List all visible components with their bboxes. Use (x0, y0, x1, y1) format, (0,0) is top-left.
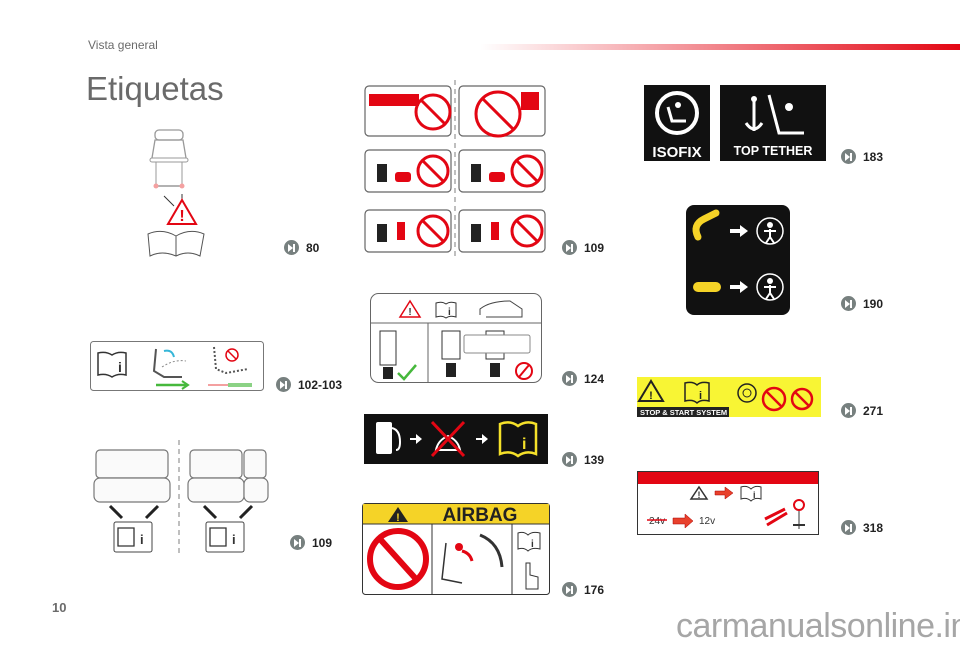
airbag-label-image: ! AIRBAG i (362, 503, 550, 595)
svg-text:!: ! (408, 307, 411, 318)
page-reference-139[interactable]: 139 (562, 452, 604, 467)
isofix-top-tether-label-image: ISOFIX TOP TETHER (644, 85, 826, 161)
page-number: 190 (863, 296, 884, 311)
svg-text:i: i (448, 307, 451, 318)
svg-text:i: i (522, 436, 526, 453)
page-reference-124[interactable]: 124 (562, 371, 604, 386)
svg-text:!: ! (396, 512, 400, 524)
svg-text:i: i (140, 532, 144, 547)
page-number: 80 (306, 240, 320, 255)
page-number: 109 (312, 535, 333, 550)
voltage-12v-text: 12v (699, 516, 715, 527)
svg-text:i: i (699, 390, 702, 402)
page-number: 318 (863, 520, 884, 535)
svg-text:i: i (531, 539, 534, 550)
page-number: 109 (584, 240, 605, 255)
voltage-24v-text: 24v (649, 516, 665, 527)
page-number: 176 (584, 582, 605, 597)
page-number: 102-103 (298, 377, 343, 392)
page-number: 183 (863, 149, 884, 164)
seat-restrictions-label-image (364, 80, 546, 260)
svg-text:!: ! (179, 208, 184, 225)
page-number: 124 (584, 371, 605, 386)
page-link-icon (841, 149, 856, 164)
page-number: 139 (584, 452, 605, 467)
page-reference-318[interactable]: 318 (841, 520, 883, 535)
header-accent-bar (480, 44, 960, 50)
child-lock-label-image (686, 205, 790, 315)
watermark: carmanualsonline.info (676, 607, 960, 645)
svg-text:i: i (753, 490, 756, 500)
svg-text:i: i (118, 359, 122, 375)
seat-folding-label-image: i (90, 341, 264, 391)
page-number: 271 (863, 403, 884, 418)
page-link-icon (841, 296, 856, 311)
page-reference-190[interactable]: 190 (841, 296, 883, 311)
svg-text:!: ! (698, 490, 701, 500)
page-reference-80[interactable]: 80 (284, 240, 319, 255)
fuel-filter-label-image: i (364, 414, 548, 464)
tyre-pressure-label-image: ! (147, 129, 205, 257)
page-reference-271[interactable]: 271 (841, 403, 883, 418)
page-link-icon (841, 520, 856, 535)
isofix-text: ISOFIX (652, 144, 701, 161)
page-reference-109[interactable]: 109 (562, 240, 604, 255)
page-reference-176[interactable]: 176 (562, 582, 604, 597)
page-reference-109b[interactable]: 109 (290, 535, 332, 550)
section-title: Vista general (88, 38, 158, 52)
svg-text:i: i (232, 532, 236, 547)
page-link-icon (841, 403, 856, 418)
page-link-icon (284, 240, 299, 255)
top-tether-text: TOP TETHER (734, 144, 813, 158)
svg-text:!: ! (649, 390, 653, 402)
page-number-footer: 10 (52, 600, 67, 615)
page-link-icon (562, 452, 577, 467)
page-link-icon (562, 371, 577, 386)
battery-jump-label-image: ! i 24v 12v (637, 471, 819, 535)
page-link-icon (562, 582, 577, 597)
tow-hitch-label-image: ! i (370, 293, 542, 383)
page-link-icon (290, 535, 305, 550)
page-link-icon (276, 377, 291, 392)
page-reference-102-103[interactable]: 102-103 (276, 377, 342, 392)
page-title: Etiquetas (86, 70, 224, 107)
page-reference-183[interactable]: 183 (841, 149, 883, 164)
stop-start-text: STOP & START SYSTEM (640, 408, 727, 417)
page-link-icon (562, 240, 577, 255)
airbag-text: AIRBAG (443, 505, 518, 526)
stop-start-label-image: ! i STOP & START SYSTEM (637, 377, 821, 417)
